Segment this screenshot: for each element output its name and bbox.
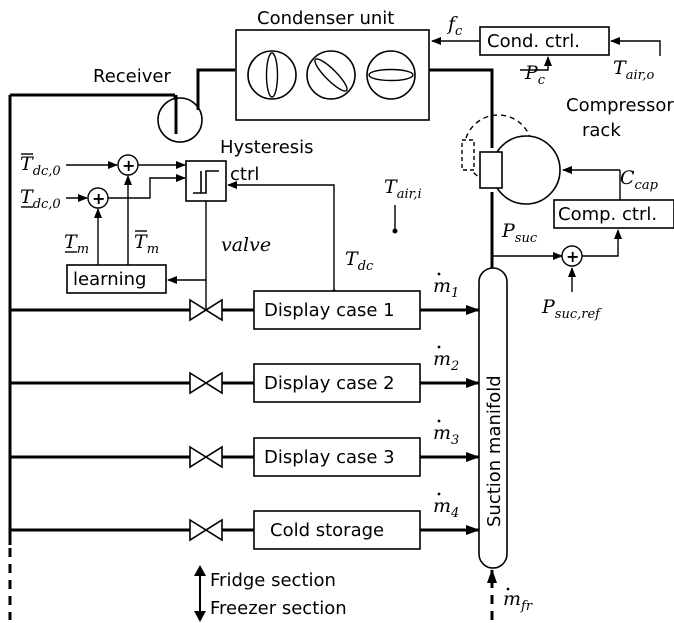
svg-text:m4: m4 <box>433 495 459 521</box>
sum-lower-to-hyst <box>108 174 186 199</box>
learning-label: learning <box>73 269 146 290</box>
branch-2: Display case 2 m2 <box>10 345 480 403</box>
t-dc-lower-label: Tdc,0 <box>20 186 61 212</box>
receiver-inlet-line <box>196 68 235 110</box>
p-c-label: Pc <box>524 62 546 88</box>
t-dc-upper-label: Tdc,0 <box>20 153 61 179</box>
display-case-2-label: Display case 2 <box>264 373 395 394</box>
hysteresis-label: Hysteresis <box>220 137 314 158</box>
display-case-2-box <box>253 363 421 403</box>
sum-lower-plus: + <box>92 189 105 208</box>
svg-text:m3: m3 <box>433 422 459 448</box>
learning-box <box>66 264 167 294</box>
p-suc-label: Psuc <box>501 220 538 246</box>
sum-to-comp-ctrl <box>582 229 622 257</box>
branch-3: Display case 3 m3 <box>10 419 480 477</box>
t-dc-label: Tdc <box>345 248 374 274</box>
m-fr-label: mfr <box>503 588 533 614</box>
valve-3-icon <box>189 445 223 469</box>
svg-text:m2: m2 <box>433 348 459 374</box>
condenser-fan-1-icon <box>247 50 297 100</box>
branch-1: Display case 1 m1 <box>10 272 480 330</box>
valve-1-icon <box>189 298 223 322</box>
condenser-unit-label: Condenser unit <box>257 8 394 29</box>
svg-text:m1: m1 <box>433 275 459 301</box>
branch-4: Cold storage m4 <box>10 492 480 550</box>
condenser-fan-2-icon <box>306 50 356 100</box>
receiver-label: Receiver <box>93 66 171 87</box>
comp-ctrl-box <box>553 199 674 229</box>
display-case-1-label: Display case 1 <box>264 300 395 321</box>
condenser-fan-3-icon <box>366 50 416 100</box>
valve-label: valve <box>221 234 271 256</box>
f-c-label: fc <box>446 13 463 39</box>
suction-manifold-label: Suction manifold <box>484 375 505 527</box>
hysteresis-symbol-icon <box>193 170 219 194</box>
display-case-3-label: Display case 3 <box>264 447 395 468</box>
cond-ctrl-label: Cond. ctrl. <box>487 31 580 52</box>
section-divider-arrow-icon <box>194 565 206 622</box>
c-cap-label: Ccap <box>620 167 659 193</box>
freezer-section-label: Freezer section <box>210 598 347 619</box>
valve-4-icon <box>189 518 223 542</box>
comp-ctrl-label: Comp. ctrl. <box>558 204 657 225</box>
p-suc-sum-plus: + <box>566 247 579 266</box>
compressor-icon <box>461 114 561 205</box>
t-air-o-label: Tair,o <box>613 57 655 83</box>
t-air-i-label: Tair,i <box>384 176 422 202</box>
t-air-o-signal <box>610 37 661 56</box>
compressor-label-1: Compressor <box>566 95 674 116</box>
m-fr-dot <box>506 587 510 591</box>
cold-storage-label: Cold storage <box>270 520 384 541</box>
receiver-vessel <box>157 97 203 143</box>
hysteresis-ctrl-label: ctrl <box>230 164 259 185</box>
t-dc-feedback <box>227 181 335 292</box>
display-case-3-box <box>253 437 421 477</box>
sum-upper-plus: + <box>122 156 135 175</box>
valve-2-icon <box>189 371 223 395</box>
p-c-signal <box>520 56 552 71</box>
cold-storage-box <box>253 510 421 550</box>
t-m-lower-label: Tm <box>64 231 89 257</box>
fridge-section-label: Fridge section <box>210 570 336 591</box>
t-air-i-probe-dot <box>392 228 398 234</box>
discharge-line <box>429 68 494 148</box>
compressor-label-2: rack <box>582 120 621 141</box>
t-m-upper-label: Tm <box>134 231 159 257</box>
p-suc-ref-label: Psuc,ref <box>541 296 602 322</box>
display-case-1-box <box>253 290 421 330</box>
